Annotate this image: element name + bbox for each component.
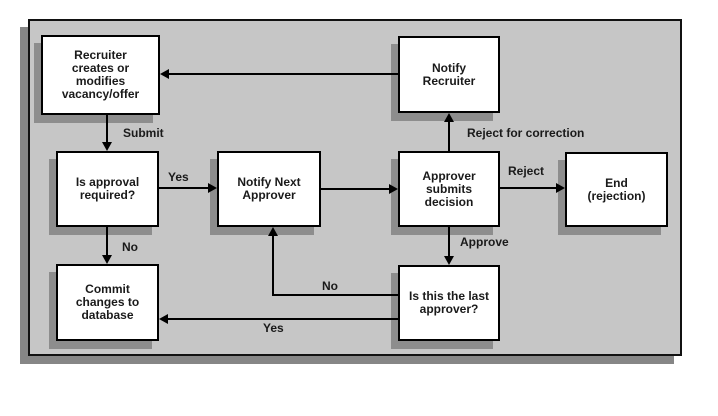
label-yes-last: Yes	[263, 321, 284, 335]
label-no-approval: No	[122, 240, 138, 254]
arrow-yes-last-head-icon	[159, 314, 168, 324]
label-submit: Submit	[123, 126, 164, 140]
arrow-yes-last-line	[168, 318, 398, 320]
arrow-yes-approval-head-icon	[208, 183, 217, 193]
arrow-next-to-approver-head-icon	[389, 184, 398, 194]
arrow-no-approval-head-icon	[102, 255, 112, 264]
node-is-approval-required: Is approval required?	[56, 151, 159, 227]
arrow-no-last-hline	[272, 294, 398, 296]
arrow-reject-correction-line	[448, 121, 450, 151]
label-yes-approval: Yes	[168, 170, 189, 184]
arrow-notify-to-recruiter-line	[168, 73, 398, 75]
arrow-reject-line	[500, 187, 557, 189]
arrow-next-to-approver-line	[321, 188, 390, 190]
arrow-submit-line	[106, 115, 108, 143]
arrow-reject-correction-head-icon	[444, 113, 454, 122]
node-is-last-approver: Is this the last approver?	[398, 265, 500, 341]
label-approve: Approve	[460, 235, 509, 249]
label-reject-for-correction: Reject for correction	[467, 126, 585, 140]
arrow-no-last-head-icon	[268, 227, 278, 236]
arrow-no-last-vline	[272, 235, 274, 296]
node-recruiter-creates: Recruiter creates or modifies vacancy/of…	[41, 35, 160, 115]
node-commit-changes: Commit changes to database	[56, 264, 159, 341]
node-notify-recruiter: Notify Recruiter	[398, 36, 500, 113]
arrow-submit-head-icon	[102, 142, 112, 151]
node-end-rejection: End (rejection)	[565, 152, 668, 227]
label-reject: Reject	[508, 164, 545, 178]
arrow-reject-head-icon	[556, 183, 565, 193]
node-notify-next-approver: Notify Next Approver	[217, 151, 321, 227]
node-approver-submits: Approver submits decision	[398, 151, 500, 227]
arrow-approve-line	[448, 227, 450, 257]
arrow-notify-to-recruiter-head-icon	[160, 69, 169, 79]
label-no-last: No	[322, 279, 338, 293]
arrow-yes-approval-line	[159, 187, 209, 189]
arrow-approve-head-icon	[444, 256, 454, 265]
arrow-no-approval-line	[106, 227, 108, 256]
